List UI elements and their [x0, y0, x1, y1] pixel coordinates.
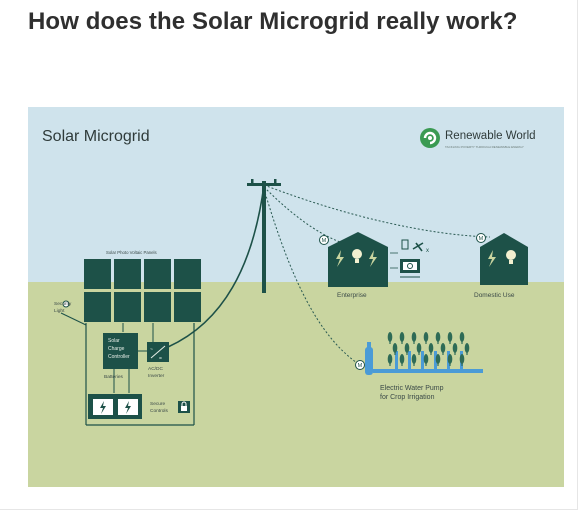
crop-plant — [387, 354, 393, 366]
crop-plant — [411, 332, 417, 344]
solar-panel — [84, 292, 111, 322]
enterprise-building: M Enterprise — [319, 232, 388, 299]
solar-panel — [114, 259, 141, 289]
domestic-label: Domestic Use — [474, 292, 515, 299]
wires — [60, 184, 491, 426]
solar-panel-array — [84, 259, 201, 322]
crop-plant — [428, 343, 434, 355]
batteries-label: Batteries — [104, 374, 124, 380]
lightbulb-icon — [506, 250, 516, 260]
crop-plant — [399, 354, 405, 366]
tools-icon — [412, 242, 424, 252]
bolt-icon — [336, 250, 344, 267]
bolt-icon — [369, 250, 377, 267]
meter-label: M — [322, 238, 327, 244]
panels-label: Solar Photo Voltaic Panels — [106, 250, 157, 255]
page-heading: How does the Solar Microgrid really work… — [28, 8, 518, 35]
crop-plant — [459, 332, 465, 344]
domestic-house: M Domestic Use — [474, 233, 528, 299]
security-light: Security Light — [54, 300, 72, 314]
solar-microgrid-diagram: Solar Microgrid Renewable World TACKLING… — [28, 107, 564, 487]
crop-plant — [399, 332, 405, 344]
meter-label: M — [358, 363, 363, 369]
solar-panel — [144, 259, 171, 289]
meter-label: M — [479, 236, 484, 242]
enterprise-label: Enterprise — [337, 292, 367, 299]
svg-text:x: x — [426, 248, 429, 254]
crop-plant — [440, 343, 446, 355]
charge-controller-label-1: Solar — [108, 338, 120, 344]
pump-label-1: Electric Water Pump — [380, 385, 444, 392]
secure-controls-label-1: Secure — [150, 401, 166, 407]
crop-plant — [387, 332, 393, 344]
inverter-label-1: AC/DC — [148, 366, 163, 372]
crop-plant — [447, 354, 453, 366]
pump-label-2: for Crop Irrigation — [380, 394, 435, 401]
secure-controls: Secure Controls — [150, 401, 190, 414]
inverter: ~ = AC/DC Inverter — [147, 342, 169, 379]
inverter-label-2: Inverter — [148, 373, 165, 379]
battery-bank — [88, 394, 142, 419]
crop-plant — [423, 332, 429, 344]
security-light-label-2: Light — [54, 308, 65, 314]
svg-text:=: = — [159, 356, 162, 362]
sky-background — [28, 107, 564, 282]
charge-controller-label-3: Controller — [108, 354, 130, 360]
solar-panel — [114, 292, 141, 322]
security-light-icon — [62, 300, 70, 308]
diagram-title: Solar Microgrid — [42, 128, 150, 145]
phone-icon — [401, 239, 409, 250]
charge-controller: Solar Charge Controller — [103, 333, 138, 369]
crop-plant — [459, 354, 465, 366]
secure-controls-label-2: Controls — [150, 408, 168, 414]
crop-plant — [423, 354, 429, 366]
security-light-label-1: Security — [54, 301, 72, 307]
enterprise-appliances: x — [390, 239, 429, 278]
utility-pole — [247, 179, 281, 293]
battery-bolt-icon — [100, 401, 106, 414]
crop-plant — [435, 354, 441, 366]
solar-panel — [84, 259, 111, 289]
pump-icon — [365, 347, 373, 375]
lightbulb-icon — [352, 249, 362, 259]
logo-tagline: TACKLING POVERTY THROUGH RENEWABLE ENERG… — [445, 145, 524, 149]
crop-plant — [452, 343, 458, 355]
svg-text:~: ~ — [150, 347, 153, 353]
logo-name: Renewable World — [445, 130, 536, 142]
solar-panel — [144, 292, 171, 322]
crop-plant — [416, 343, 422, 355]
crop-plant — [404, 343, 410, 355]
solar-panel — [174, 292, 201, 322]
battery-bolt-icon — [125, 401, 131, 414]
crop-plant — [447, 332, 453, 344]
solar-panel — [174, 259, 201, 289]
crop-plant — [392, 343, 398, 355]
renewable-world-logo: Renewable World TACKLING POVERTY THROUGH… — [420, 128, 536, 149]
bolt-icon — [488, 250, 496, 267]
crop-field — [387, 332, 470, 366]
crop-plant — [435, 332, 441, 344]
crop-plant — [464, 343, 470, 355]
padlock-icon — [181, 406, 187, 411]
crop-plant — [411, 354, 417, 366]
charge-controller-label-2: Charge — [108, 346, 125, 352]
